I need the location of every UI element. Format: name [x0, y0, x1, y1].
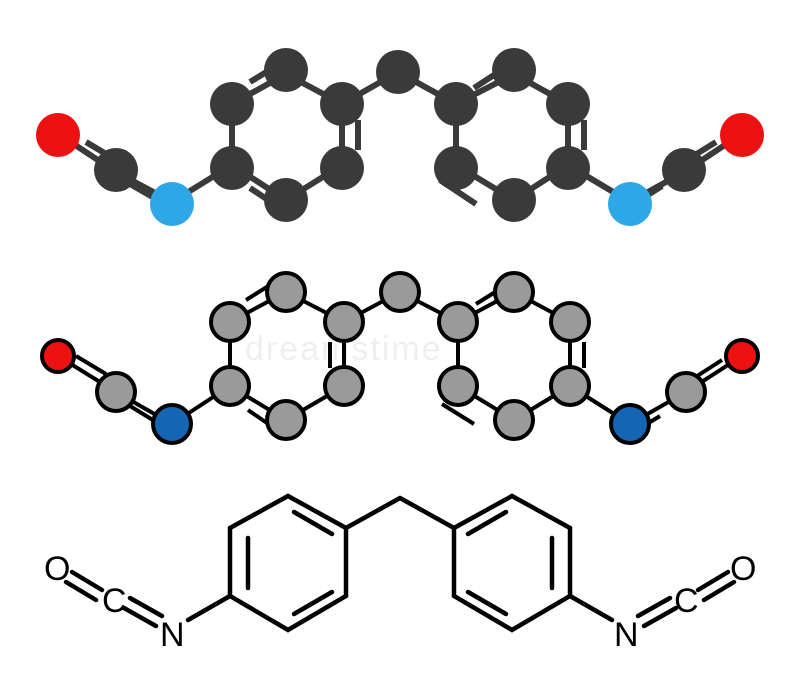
- atom-sphere: [662, 148, 706, 192]
- atom-sphere: [264, 48, 308, 92]
- atoms-outlined: [40, 271, 760, 445]
- atom-sphere: [265, 271, 307, 313]
- atom-sphere: [492, 48, 536, 92]
- atom-sphere-oxygen: [724, 338, 760, 374]
- atom-sphere: [493, 271, 535, 313]
- atom-labels: O C N N C O: [44, 550, 756, 654]
- atom-sphere: [546, 82, 590, 126]
- atom-label-o-right: O: [730, 550, 756, 588]
- atom-sphere: [209, 365, 251, 407]
- atom-label-o-left: O: [44, 550, 70, 588]
- atom-sphere: [265, 399, 307, 441]
- atom-sphere-oxygen: [720, 113, 764, 157]
- atom-sphere: [493, 399, 535, 441]
- atom-sphere: [379, 271, 421, 313]
- atom-label-n-right: N: [614, 616, 639, 654]
- atom-sphere: [549, 301, 591, 343]
- panel-skeletal: O C N N C O: [44, 493, 756, 654]
- atom-sphere: [437, 301, 479, 343]
- atom-label-c-right: C: [674, 582, 699, 620]
- bonds-skeletal: [63, 493, 737, 633]
- atom-sphere-nitrogen: [608, 182, 652, 226]
- atom-sphere: [323, 301, 365, 343]
- atom-sphere: [264, 178, 308, 222]
- panel-dark-spheres: [36, 48, 764, 226]
- atom-sphere-nitrogen: [151, 403, 193, 445]
- atom-sphere: [434, 82, 478, 126]
- atom-sphere-nitrogen: [150, 182, 194, 226]
- atom-sphere: [209, 301, 251, 343]
- atom-sphere: [665, 371, 707, 413]
- atom-sphere: [210, 82, 254, 126]
- atom-sphere-nitrogen: [609, 403, 651, 445]
- atom-sphere: [376, 50, 420, 94]
- atom-label-n-left: N: [160, 616, 185, 654]
- atom-sphere: [437, 365, 479, 407]
- atoms-dark: [36, 48, 764, 226]
- panel-outlined-spheres: [40, 271, 760, 445]
- atom-sphere: [210, 146, 254, 190]
- atom-sphere: [320, 82, 364, 126]
- atom-sphere: [492, 178, 536, 222]
- atom-sphere: [549, 365, 591, 407]
- atom-sphere: [320, 146, 364, 190]
- atom-sphere: [434, 146, 478, 190]
- atom-label-c-left: C: [102, 582, 127, 620]
- atom-sphere: [94, 148, 138, 192]
- atom-sphere: [323, 365, 365, 407]
- atom-sphere-oxygen: [36, 113, 80, 157]
- atom-sphere-oxygen: [40, 338, 76, 374]
- atom-sphere: [546, 146, 590, 190]
- atom-sphere: [95, 371, 137, 413]
